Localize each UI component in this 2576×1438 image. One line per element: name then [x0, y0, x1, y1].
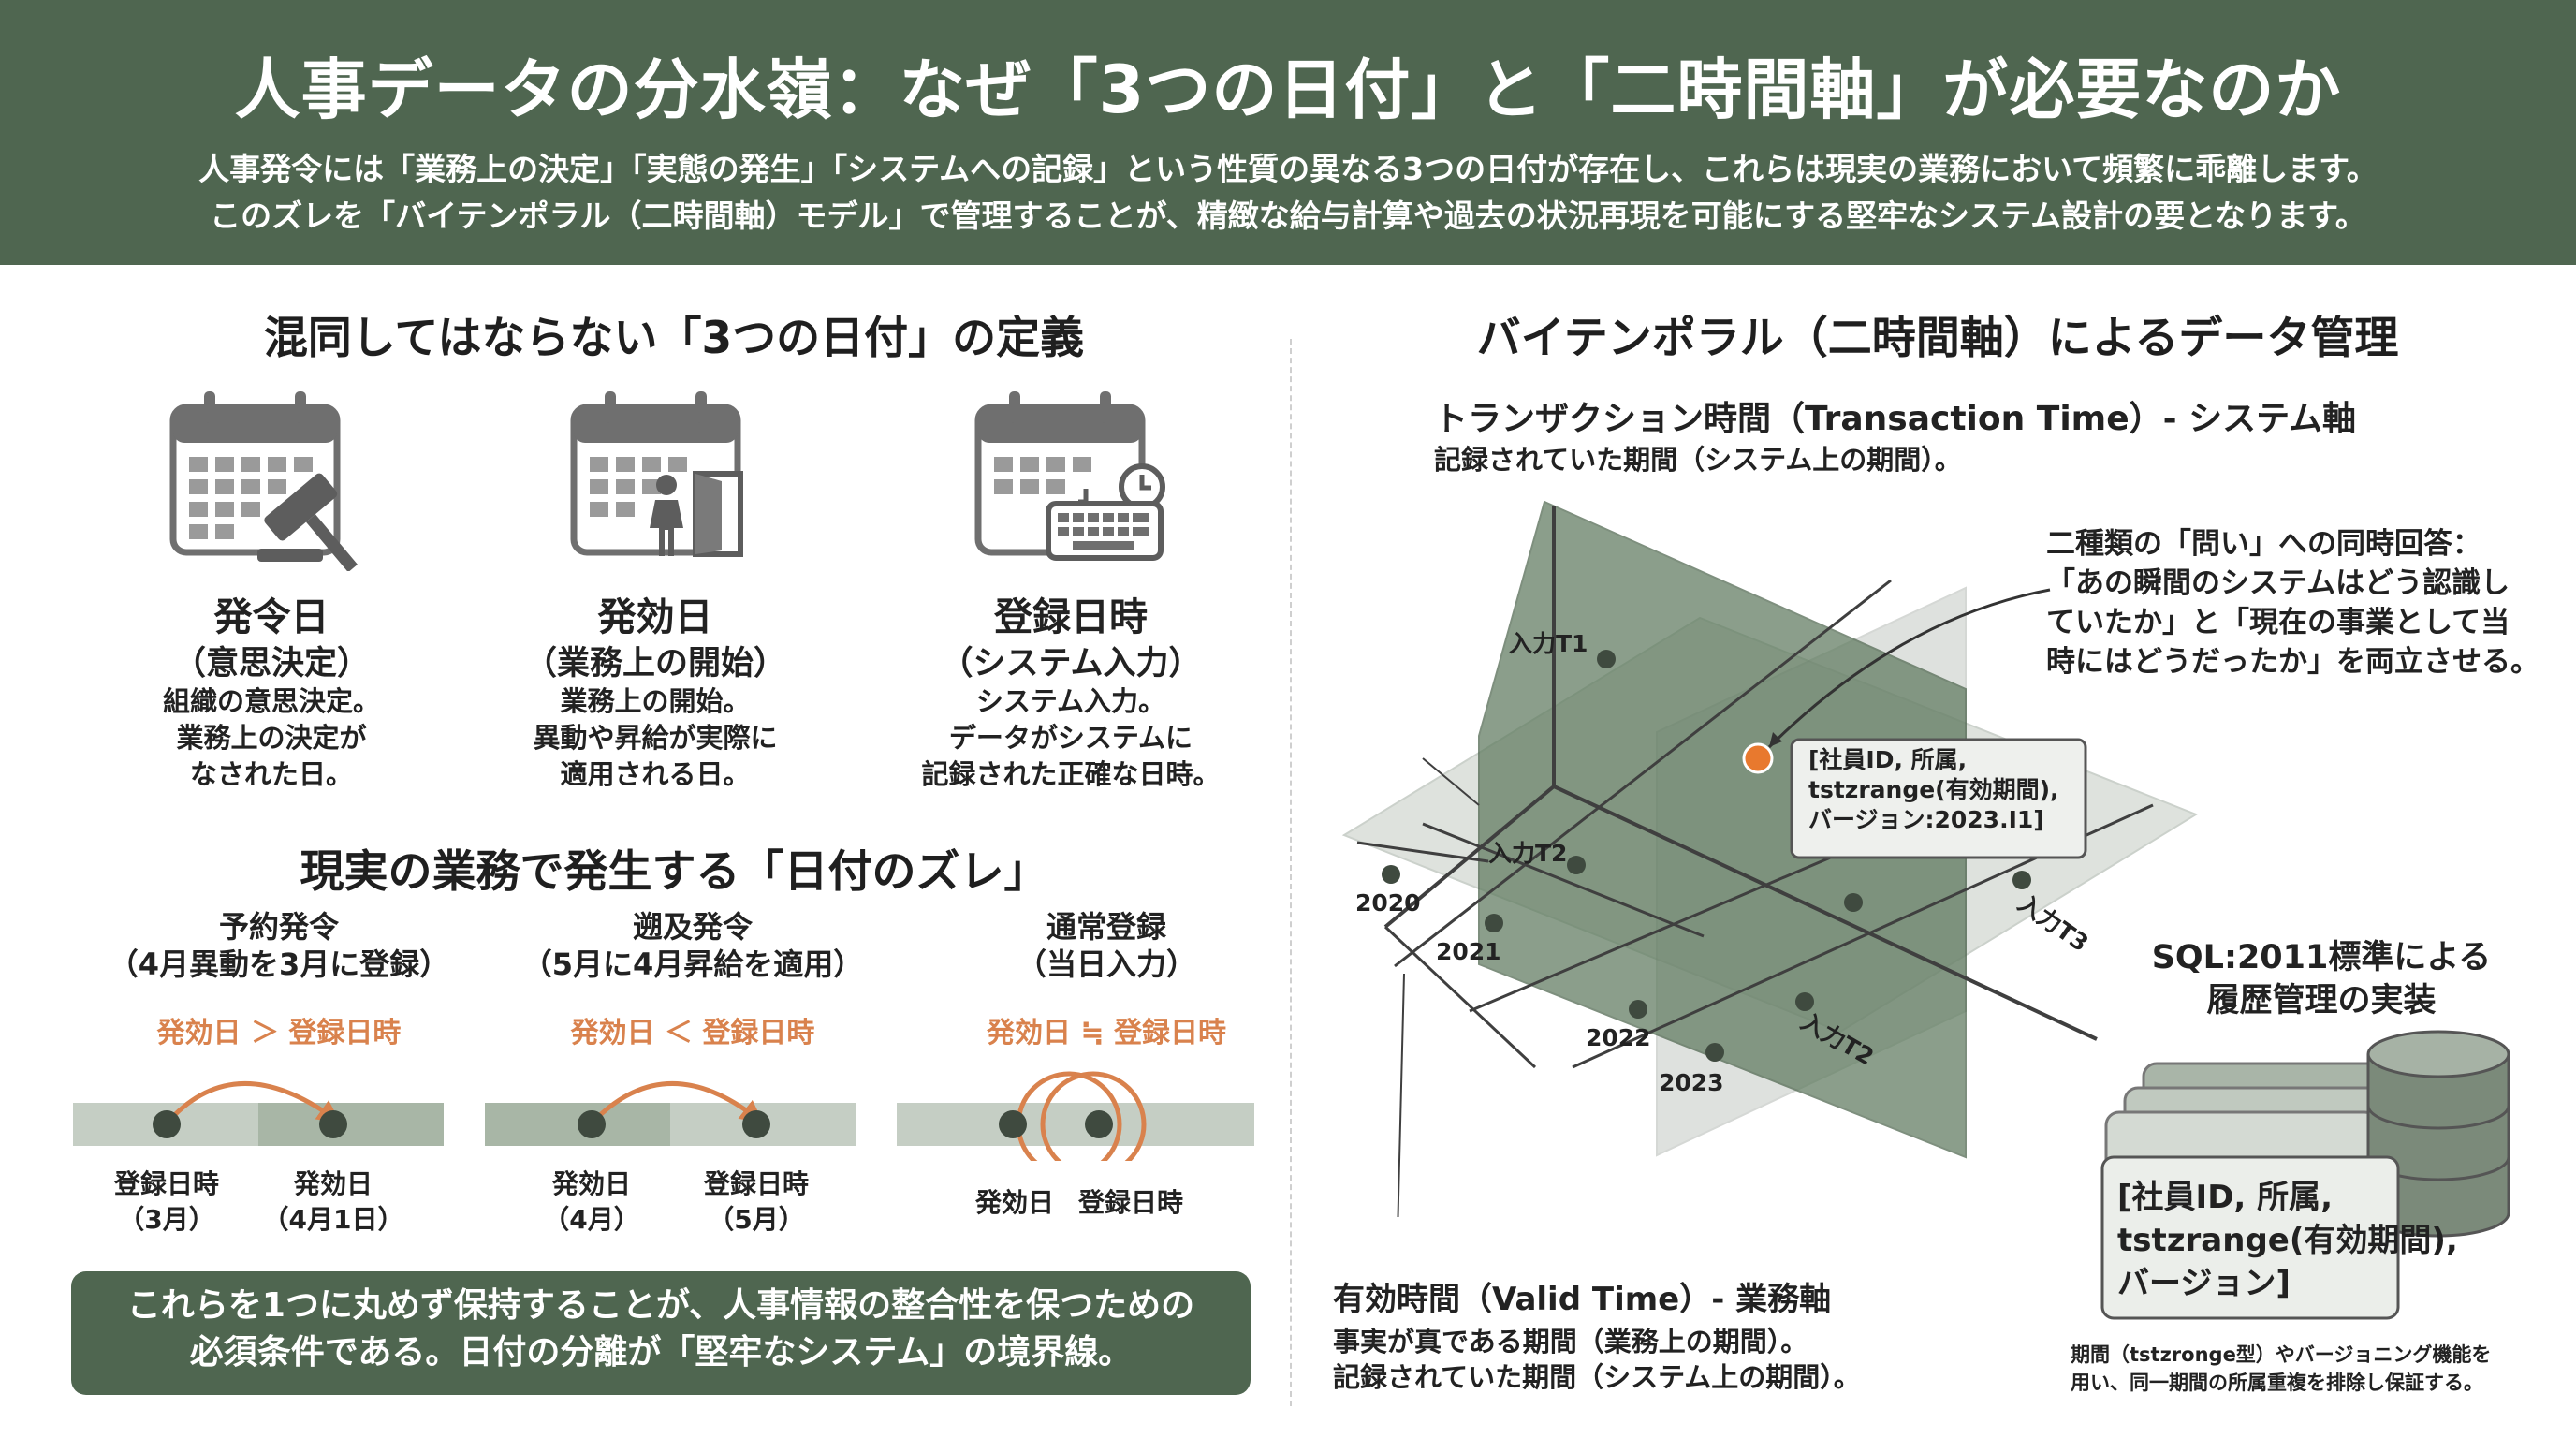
year-2022: 2022 — [1586, 1024, 1651, 1051]
sql-note: 期間（tstzronge型）やバージョニング機能を 用い、同一期間の所属重複を排… — [2071, 1343, 2492, 1394]
dates-section-title: 混同してはならない「3つの日付」の定義 — [263, 313, 1085, 364]
bitemporal-section-title: バイテンポラル（二時間軸）によるデータ管理 — [1476, 313, 2399, 364]
record-box-text: [社員ID, 所属, tstzrange(有効期間), バージョン] — [2117, 1179, 2458, 1302]
zure-timelines — [73, 1071, 1254, 1161]
dot-t2b — [1795, 992, 1814, 1011]
calendar-gavel-icon — [169, 391, 358, 571]
label-t2a: 入力T2 — [1488, 840, 1568, 867]
callout-box — [1790, 738, 2087, 859]
answer-arrow — [1767, 588, 2051, 749]
year-2021: 2021 — [1436, 938, 1501, 965]
date-name-3: 登録日時 — [994, 594, 1148, 639]
zure-left-label-2: 発効日 （4月） — [543, 1168, 640, 1235]
dot-t1 — [1597, 650, 1616, 668]
valid-time-desc-2: 記録されていた期間（システム上の期間）。 — [1333, 1361, 1861, 1393]
zure-title-1: 予約発令 （4月異動を3月に登録） — [108, 909, 450, 982]
timeline-bar-3 — [897, 1103, 1254, 1146]
zure-relation-2: 発効日 ＜ 登録日時 — [570, 1017, 815, 1049]
subtitle-line-1: 人事発令には「業務上の決定」「実態の発生」「システムへの記録」という性質の異なる… — [198, 151, 2378, 187]
dot-t3 — [2012, 871, 2031, 889]
date-desc-1: 組織の意思決定。 業務上の決定が なされた日。 — [162, 685, 380, 790]
conclusion-box: これらを1つに丸めず保持することが、人事情報の整合性を保つための 必須条件である… — [71, 1271, 1251, 1395]
timeline-dot-3a — [999, 1110, 1027, 1138]
dot-mid — [1844, 893, 1863, 912]
valid-leader-line — [1397, 973, 1405, 1217]
valid-time-desc-1: 事実が真である期間（業務上の期間）。 — [1333, 1326, 1808, 1357]
date-desc-2: 業務上の開始。 異動や昇給が実際に 適用される日。 — [533, 685, 778, 790]
timeline-dot-3b — [1085, 1110, 1113, 1138]
grid-line-6 — [1356, 841, 1489, 863]
transaction-time-desc: 記録されていた期間（システム上の期間）。 — [1434, 444, 1962, 476]
calendar-keyboard-icon — [974, 391, 1165, 561]
tx-leader-line — [1422, 757, 1480, 806]
sql-history-illustration — [2100, 1030, 2510, 1320]
header-banner: 人事データの分水嶺：なぜ「3つの日付」と「二時間軸」が必要なのか 人事発令には「… — [0, 0, 2576, 265]
zure-title-2: 遡及発令 （5月に4月昇給を適用） — [521, 909, 864, 982]
grid-line-3 — [1394, 579, 1892, 968]
zure-arrow-2 — [590, 1080, 764, 1125]
grid-line-1 — [1383, 925, 1537, 1069]
year-2023: 2023 — [1659, 1069, 1724, 1096]
conclusion-line-2: 必須条件である。日付の分離が「堅牢なシステム」の境界線。 — [189, 1333, 1133, 1372]
answer-body: 「あの瞬間のシステムはどう認識し ていたか」と「現在の事業として当 時にはどうだ… — [2046, 566, 2539, 679]
subtitle-line-2: このズレを「バイテンポラル（二時間軸）モデル」で管理することが、精緻な給与計算や… — [210, 198, 2366, 234]
zure-left-label-3: 発効日 — [974, 1187, 1054, 1218]
dot-2020 — [1382, 865, 1400, 884]
zure-arrow-1 — [165, 1080, 342, 1125]
timeline-bar-1b — [258, 1103, 444, 1146]
timeline-dot-2a — [578, 1110, 606, 1138]
bitemporal-3d-diagram — [1341, 500, 2199, 1217]
zure-title-3: 通常登録 （当日入力） — [1016, 909, 1196, 982]
grid-line-2 — [1422, 822, 1705, 938]
dot-2023 — [1705, 1043, 1724, 1062]
callout-text: [社員ID, 所属, tstzrange(有効期間), バージョン:2023.I… — [1808, 746, 2059, 833]
dot-2021 — [1485, 914, 1503, 932]
timeline-dot-1a — [153, 1110, 181, 1138]
timeline-dot-2b — [742, 1110, 770, 1138]
calendar-door-icon — [570, 391, 743, 557]
axis-right — [1553, 785, 2098, 1041]
zure-section-title: 現実の業務で発生する「日付のズレ」 — [300, 846, 1048, 898]
overlap-ring-2 — [1040, 1071, 1147, 1161]
date-sub-2: （業務上の開始） — [523, 645, 786, 682]
conclusion-line-1: これらを1つに丸めず保持することが、人事情報の整合性を保つための — [126, 1286, 1195, 1325]
zure-right-label-1: 発効日 （4月1日） — [262, 1168, 404, 1235]
year-2020: 2020 — [1355, 889, 1421, 917]
zure-left-label-1: 登録日時 （3月） — [113, 1168, 219, 1235]
section-divider — [1290, 339, 1292, 1406]
date-name-1: 発令日 — [213, 594, 329, 639]
date-sub-3: （システム入力） — [940, 645, 1202, 682]
zure-relation-3: 発効日 ≒ 登録日時 — [986, 1017, 1227, 1049]
transaction-time-title: トランザクション時間（Transaction Time）- システム軸 — [1434, 400, 2357, 438]
zure-right-label-2: 登録日時 （5月） — [703, 1168, 809, 1235]
zure-relation-1: 発効日 ＞ 登録日時 — [156, 1017, 402, 1049]
zure-right-label-3: 登録日時 — [1077, 1187, 1183, 1218]
axis-left — [1383, 785, 1556, 929]
database-icon — [2366, 1030, 2510, 1238]
dot-2022 — [1629, 1000, 1647, 1019]
highlight-point — [1742, 742, 1774, 774]
timeline-dot-1b — [319, 1110, 347, 1138]
valid-time-title: 有効時間（Valid Time）- 業務軸 — [1333, 1281, 1832, 1318]
date-sub-1: （意思決定） — [172, 645, 370, 682]
page-title: 人事データの分水嶺：なぜ「3つの日付」と「二時間軸」が必要なのか — [234, 51, 2342, 128]
record-box — [2100, 1155, 2400, 1320]
dot-t2a — [1567, 856, 1586, 874]
answer-title: 二種類の「問い」への同時回答： — [2046, 527, 2481, 561]
label-t1: 入力T1 — [1509, 630, 1588, 657]
sql-title: SQL:2011標準による 履歴管理の実装 — [2151, 939, 2492, 1020]
date-name-2: 発効日 — [597, 594, 713, 639]
date-desc-3: システム入力。 データがシステムに 記録された正確な日時。 — [921, 685, 1221, 790]
